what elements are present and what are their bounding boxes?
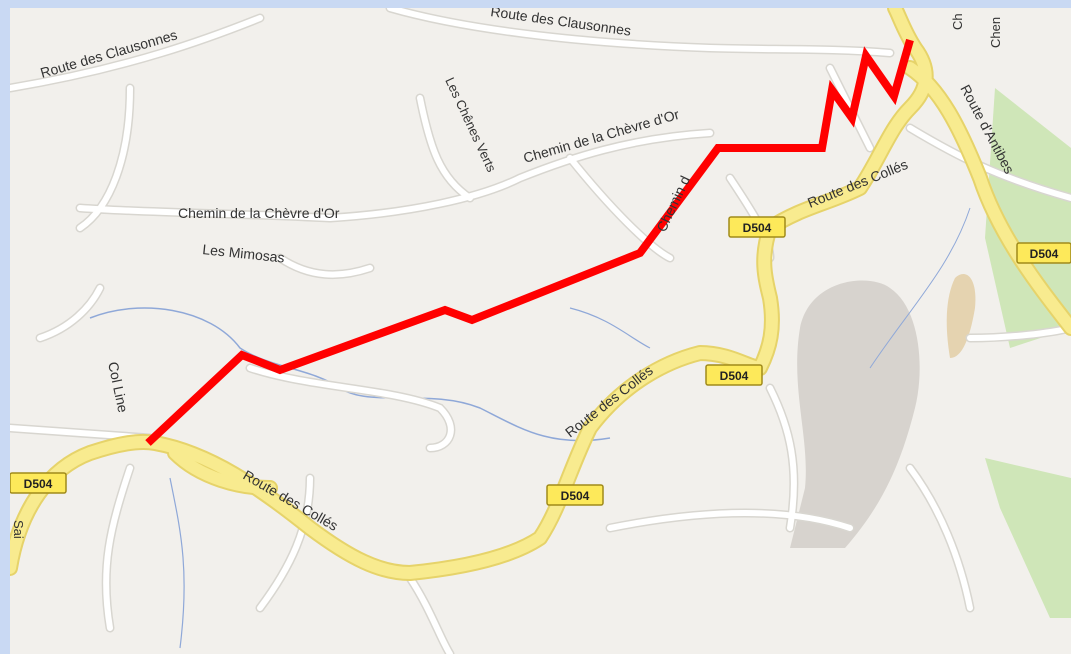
label-chemin-chevre-or-lower: Chemin de la Chèvre d'Or (178, 205, 340, 221)
map-view[interactable]: Route des Clausonnes Route des Clausonne… (10, 8, 1071, 654)
minor-roads (10, 8, 1071, 654)
label-top-right-ch2: Chen (988, 17, 1003, 48)
main-road-d504 (10, 8, 1071, 579)
shield-d504-d-label: D504 (24, 477, 53, 491)
quarry-area (790, 280, 920, 548)
label-left-edge: Sai (11, 520, 26, 539)
shield-d504-c-label: D504 (720, 369, 749, 383)
park-area (985, 88, 1071, 348)
shield-d504-b-label: D504 (1030, 247, 1059, 261)
shield-d504-e-label: D504 (561, 489, 590, 503)
stream-2 (569, 307, 651, 349)
stream-3 (169, 477, 185, 649)
shield-d504-d: D504 (10, 472, 67, 494)
sand-area (946, 273, 976, 358)
label-route-des-colles-upper: Route des Collés (805, 156, 910, 211)
label-route-des-colles-middle: Route des Collés (562, 362, 656, 440)
shield-d504-c: D504 (705, 364, 763, 386)
map-canvas[interactable]: Route des Clausonnes Route des Clausonne… (10, 8, 1071, 654)
shield-d504-b: D504 (1016, 242, 1071, 264)
route-path (145, 38, 914, 446)
stream-4 (869, 207, 971, 369)
park-area-lower (985, 458, 1071, 618)
label-chemin-vertical: Chemin d (653, 173, 693, 234)
label-les-mimosas: Les Mimosas (202, 241, 286, 266)
shield-d504-a: D504 (728, 216, 786, 238)
label-col-line: Col Line (105, 360, 131, 414)
shield-d504-a-label: D504 (743, 221, 772, 235)
shield-d504-e: D504 (546, 484, 604, 506)
label-route-des-colles-lower: Route des Collés (241, 467, 341, 534)
label-top-right-ch1: Ch (950, 13, 965, 30)
label-les-chenes-verts: Les Chênes Verts (442, 75, 499, 175)
